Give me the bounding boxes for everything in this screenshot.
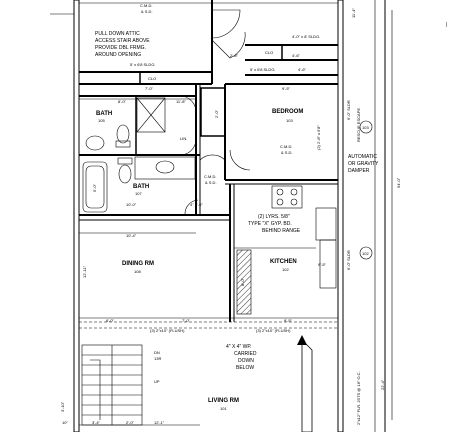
note-attic-3: PROVIDE DBL FRMG. bbox=[95, 45, 146, 51]
room-bath-2-name: BATH bbox=[133, 184, 149, 190]
dim-10-4: 10'-4" bbox=[126, 233, 137, 238]
note-damper-2: OR GRAVITY bbox=[348, 161, 379, 167]
dim-11-4: 11'-4" bbox=[351, 8, 356, 18]
note-post-4: BELOW bbox=[236, 365, 254, 371]
room-bedroom-tag: 103 bbox=[286, 118, 293, 123]
dim-12-11: 12'-11" bbox=[82, 265, 87, 278]
note-attic-2: ACCESS STAIR ABOVE bbox=[95, 38, 150, 44]
label-floor-joists: 2"x12" FLR. JSTS @ 16" O.C. bbox=[356, 371, 361, 425]
dim-4-6: 4'-6" bbox=[292, 53, 301, 58]
label-cmd-top: C.M.D. bbox=[140, 3, 152, 8]
interior-walls bbox=[79, 0, 338, 329]
dim-4-3: 4" 3'-0" bbox=[190, 202, 203, 207]
room-bath-2-tag: 107 bbox=[135, 191, 142, 196]
label-stair-up: UP bbox=[154, 379, 160, 384]
note-damper-3: DAMPER bbox=[348, 168, 370, 174]
dim-3-10: 3'-10" bbox=[60, 401, 65, 412]
dim-7-0: 7'-0" bbox=[145, 86, 154, 91]
section-markers bbox=[297, 120, 373, 432]
dim-10-0: 10'-0" bbox=[126, 202, 137, 207]
label-sldg-left: 5' x 6'8 SLDG. bbox=[130, 62, 156, 67]
room-bath-1-tag: 105 bbox=[98, 118, 105, 123]
room-dining-tag: 108 bbox=[134, 269, 141, 274]
label-stair-risers: 13R bbox=[154, 356, 161, 361]
door-swings bbox=[179, 9, 251, 216]
label-lin: LIN. bbox=[180, 136, 187, 141]
label-sldg-mid: 5' x 6'8 SLDG. bbox=[250, 67, 276, 72]
label-flush-1: (3) 2"x10" (FLUSH) bbox=[150, 328, 185, 333]
dim-9-5b: 9'-5" bbox=[284, 318, 293, 323]
room-kitchen-tag: 102 bbox=[282, 267, 289, 272]
bath-fixtures bbox=[82, 97, 196, 213]
label-flush-2: (3) 2"x10" (FLUSH) bbox=[256, 328, 291, 333]
dim-2-0: 2'-0" bbox=[214, 109, 219, 118]
room-dining-name: DINING RM bbox=[122, 261, 154, 267]
tag-right: | bbox=[446, 22, 447, 28]
label-stair-dn: DN bbox=[154, 350, 160, 355]
dim-11-8: 11'-8" bbox=[176, 99, 186, 104]
note-post-1: 4" X 4" WP. bbox=[226, 344, 251, 350]
label-sd-bed: & S.D. bbox=[281, 150, 293, 155]
room-bedroom-name: BEDROOM bbox=[272, 109, 303, 115]
dim-8-0b: 8'-0" bbox=[240, 277, 245, 286]
stair bbox=[81, 344, 143, 426]
label-sd-top: & S.D. bbox=[141, 9, 153, 14]
dim-9-5c: 9'-5" bbox=[318, 262, 327, 267]
note-gypsum-3: BEHIND RANGE bbox=[262, 228, 301, 234]
label-sldr-2: 6'-0" SLDR bbox=[346, 250, 351, 270]
section-tag-102: 102 bbox=[362, 251, 369, 256]
room-kitchen-name: KITCHEN bbox=[270, 259, 297, 265]
note-gypsum-1: (2) LYRS. 5/8" bbox=[258, 214, 290, 220]
room-living-name: LIVING RM bbox=[208, 398, 239, 404]
note-damper-1: AUTOMATIC bbox=[348, 154, 377, 160]
kitchen-fixtures bbox=[234, 185, 337, 315]
dim-8-0: 8'-0" bbox=[118, 99, 127, 104]
note-attic-1: PULL DOWN ATTIC bbox=[95, 31, 140, 37]
dim-6-0: 6'-0" bbox=[106, 318, 115, 323]
dim-2-8: 2'-8" bbox=[230, 53, 239, 58]
label-sldr-1: 6'-0" SLDR bbox=[346, 100, 351, 120]
label-clo-1: CLO bbox=[148, 76, 156, 81]
dim-12-1: 12'-1" bbox=[154, 420, 165, 425]
note-post-2: CARRIED bbox=[234, 351, 257, 357]
dim-7-0b: 7'-0" bbox=[182, 318, 191, 323]
room-living-tag: 101 bbox=[220, 406, 227, 411]
label-sldg-top: 4'-0" x 8' SLDG. bbox=[292, 34, 320, 39]
dim-2-0b: 2'-0" bbox=[126, 420, 135, 425]
label-doors: (2) 2'-8" x 6'8" bbox=[316, 125, 321, 150]
dim-10: 10" bbox=[62, 420, 68, 425]
note-attic-4: AROUND OPENING bbox=[95, 52, 141, 58]
label-cmd-bed: C.M.D. bbox=[280, 144, 292, 149]
label-sd-bath: & S.D. bbox=[205, 180, 217, 185]
dim-22-4: 22'-4" bbox=[380, 379, 385, 390]
dim-4-6b: 4'-6" bbox=[298, 67, 307, 72]
section-tag-103: 103 bbox=[362, 125, 369, 130]
dim-3-4: 3'-4" bbox=[92, 420, 101, 425]
note-gypsum-2: TYPE "X" GYP. BD. bbox=[248, 221, 292, 227]
dim-5-0: 5'-0" bbox=[92, 183, 97, 192]
label-clo-2: CLO bbox=[265, 50, 273, 55]
room-bath-1-name: BATH bbox=[96, 111, 112, 117]
label-cmd-bath: C.M.D. bbox=[204, 174, 216, 179]
dim-54-0: 54'-0" bbox=[396, 177, 401, 188]
note-post-3: DOWN bbox=[238, 358, 254, 364]
dimension-lines bbox=[79, 10, 393, 426]
dim-9-5: 9'-5" bbox=[282, 86, 291, 91]
label-rescue-escape: RESCUE ESCAPE bbox=[356, 108, 361, 142]
